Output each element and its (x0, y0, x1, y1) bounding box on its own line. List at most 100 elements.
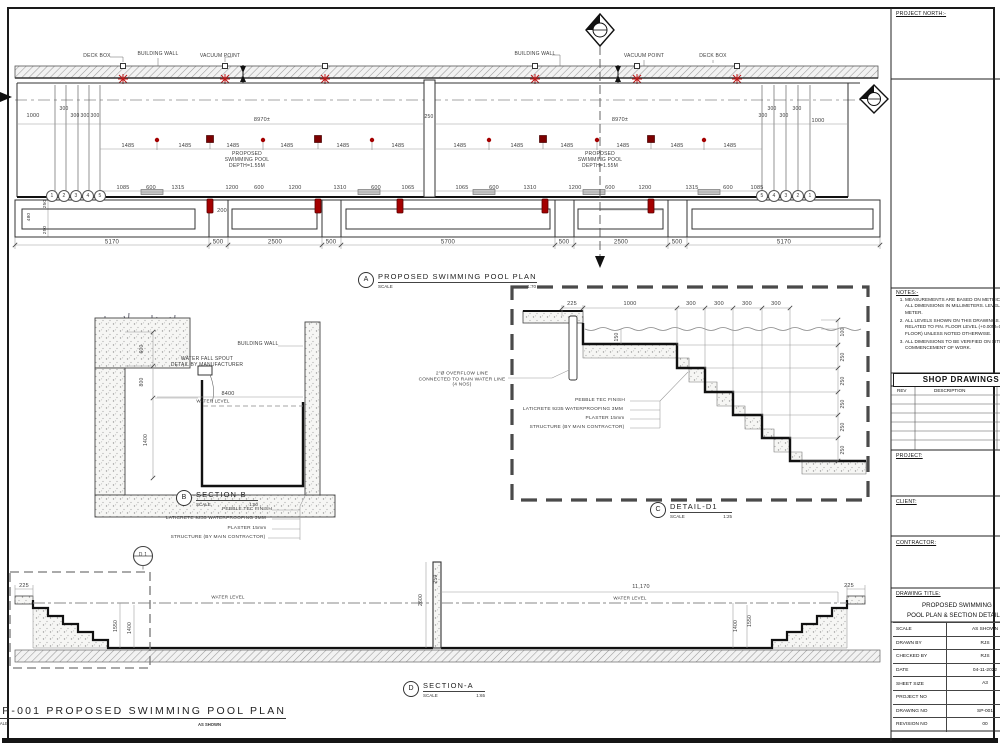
section-a-title: SECTION-A (423, 681, 485, 692)
dim-label: 1065 (455, 184, 469, 191)
dim-label: 1485 (723, 142, 737, 149)
plan-view (0, 12, 889, 268)
dim-label: 250 (840, 376, 847, 386)
grid-bubble: 3 (70, 190, 82, 202)
section-b (94, 312, 336, 540)
note-item: ALL LEVELS SHOWN ON THIS DRAWINGS ARE RE… (905, 318, 1000, 337)
detail-d1-caption: C DETAIL-D1 SCALE 1:25 (650, 502, 732, 519)
dim-label: 225 (844, 582, 854, 589)
dim-label: 600 (723, 184, 733, 191)
dim-label: 1310 (333, 184, 347, 191)
dim-label: 8400 (221, 390, 235, 397)
dim-label: 8970± (253, 116, 271, 123)
dim-label: 225 (19, 582, 29, 589)
dim-label: 1485 (560, 142, 574, 149)
dim-label: 250 (840, 422, 847, 432)
scale-value: 1:65 (476, 693, 485, 698)
dim-label: 250 (43, 225, 49, 235)
info-row: PROJECT NO (893, 690, 1000, 705)
dim-label: 250 (424, 114, 434, 121)
caption-bubble: A (358, 272, 374, 288)
dim-label: 1485 (336, 142, 350, 149)
section-b-caption: B SECTION-B SCALE 1:50 (176, 490, 258, 507)
info-row-value: RJS (946, 650, 1000, 664)
dim-label: 1200 (225, 184, 239, 191)
dim-label: 600 (489, 184, 499, 191)
dim-label: 250 (433, 574, 440, 584)
dim-label: 1310 (523, 184, 537, 191)
dim-label: 1200 (638, 184, 652, 191)
scale-label: SCALE (423, 693, 438, 698)
dim-label: 300 (59, 106, 69, 113)
dim-label: 1550 (747, 615, 754, 627)
info-row-label: REVISION NO (896, 722, 928, 728)
dim-label: 1000 (811, 117, 825, 124)
dim-label: 1485 (226, 142, 240, 149)
footer-scale-value: AS SHOWN (198, 722, 222, 727)
dim-label: 250 (840, 445, 847, 455)
info-row-label: CHECKED BY (896, 654, 928, 660)
dim-label: 11,170 (632, 583, 650, 590)
dim-label: 5170 (776, 239, 792, 246)
waterfall-spout-label: WATER FALL SPOUT DETAIL BY MANUFACTURER (170, 356, 244, 368)
shop-drawings-banner: SHOP DRAWINGS (893, 373, 1000, 387)
plan-title: PROPOSED SWIMMING POOL PLAN (378, 272, 537, 283)
dim-label: 600 (139, 344, 146, 354)
info-row-label: DRAWN BY (896, 640, 922, 646)
deck-box-label: DECK BOX (699, 53, 727, 60)
info-row-value: 04-11-2022 (946, 663, 1000, 678)
info-row-label: DRAWING NO (896, 708, 928, 714)
grid-bubble: 4 (82, 190, 94, 202)
finish-note: PEBBLE TEC FINISH (222, 507, 272, 513)
grid-bubble: 5 (756, 190, 768, 202)
info-row-value: 00 (946, 718, 1000, 732)
dim-label: 1485 (616, 142, 630, 149)
dim-label: 300 (771, 300, 781, 307)
water-level-label: WATER LEVEL (211, 594, 245, 600)
dim-label: 300 (686, 300, 696, 307)
dim-label: 1485 (670, 142, 684, 149)
dim-label: 300 (767, 106, 777, 113)
grid-bubble: 1 (46, 190, 58, 202)
dim-label: 600 (254, 184, 264, 191)
scale-label: SCALE (196, 502, 211, 507)
dim-label: 1200 (568, 184, 582, 191)
dim-label: 150 (614, 332, 621, 342)
dim-label: 1485 (121, 142, 135, 149)
dim-label: 2500 (613, 239, 629, 246)
grid-bubble: 4 (768, 190, 780, 202)
drawing-title-line2: POOL PLAN & SECTION DETAILS (907, 612, 1000, 619)
note-item: ALL DIMENSIONS TO BE VERIFIED ON SITE BE… (905, 339, 1000, 352)
water-level-label: WATER LEVEL (196, 398, 230, 404)
dim-label: 1550 (113, 620, 120, 632)
dim-label: 1485 (391, 142, 405, 149)
dim-label: 800 (139, 377, 146, 387)
dim-label: 250 (43, 199, 49, 209)
info-row-value: AS SHOWN (946, 623, 1000, 637)
dim-label: 300 (90, 113, 100, 120)
dim-label: 600 (605, 184, 615, 191)
info-row-label: SHEET SIZE (896, 681, 924, 687)
dim-label: 1065 (401, 184, 415, 191)
dim-label: 1000 (26, 112, 40, 119)
finish-note: PEBBLE TEC FINISH (575, 398, 625, 404)
caption-bubble: D (403, 681, 419, 697)
dim-label: 1315 (685, 184, 699, 191)
scale-label: SCALE (670, 514, 685, 519)
dim-label: 300 (742, 300, 752, 307)
waterproofing-note: LATICRETE 9235 WATERPROOFING 3MM (522, 407, 624, 413)
dim-label: 1400 (127, 622, 134, 634)
dim-label: 1400 (733, 620, 740, 632)
dim-label: 2500 (267, 239, 283, 246)
overflow-line-note: 2"Ø OVERFLOW LINE CONNECTED TO RAIN WATE… (418, 371, 506, 388)
notes-list: MEASUREMENTS ARE BASED ON METRIC SYSTEM.… (895, 297, 1000, 354)
section-a (9, 545, 881, 669)
dim-label: 1485 (510, 142, 524, 149)
section-a-caption: D SECTION-A SCALE 1:65 (403, 681, 485, 698)
dim-label: 500 (558, 239, 570, 246)
dim-label: 300 (779, 113, 789, 120)
